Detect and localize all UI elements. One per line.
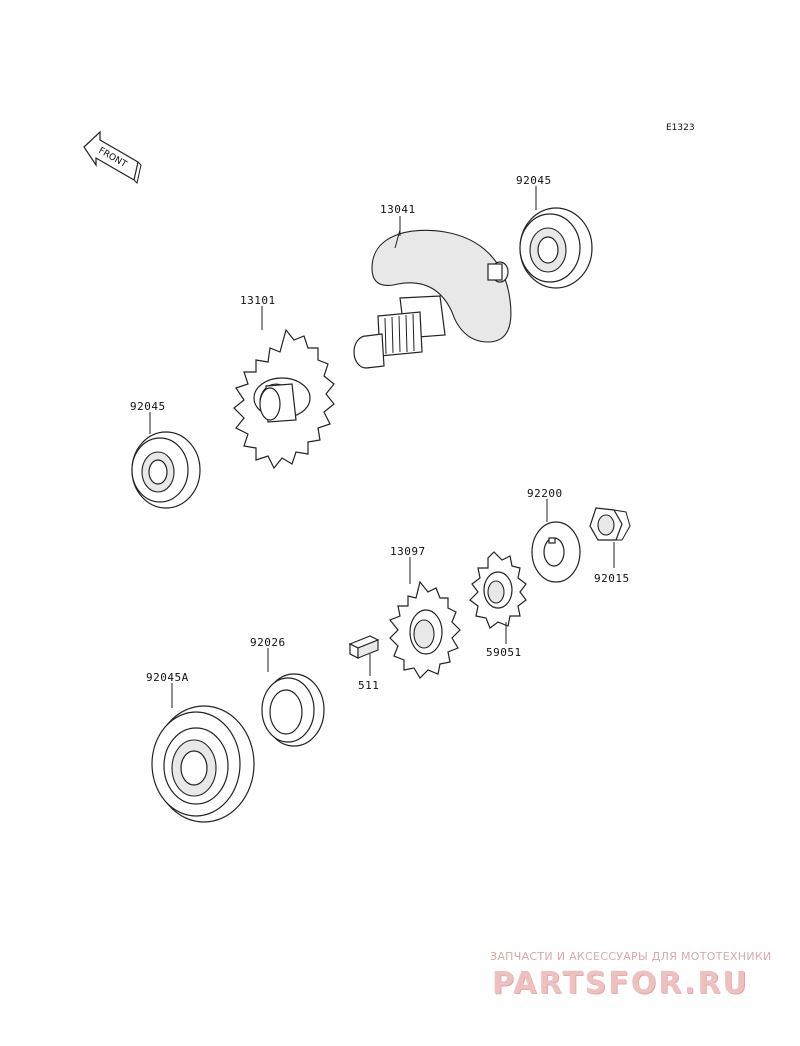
bearing-92045-left bbox=[131, 431, 201, 509]
label-92045-top: 92045 bbox=[516, 174, 552, 187]
spacer-92026 bbox=[261, 673, 325, 747]
label-92045-left: 92045 bbox=[130, 400, 166, 413]
label-92015: 92015 bbox=[594, 572, 630, 585]
diagram-code: E1323 bbox=[666, 123, 695, 133]
gear-13101 bbox=[233, 328, 335, 470]
label-13041: 13041 bbox=[380, 203, 416, 216]
bearing-92045-top bbox=[519, 207, 593, 289]
label-92200: 92200 bbox=[527, 487, 563, 500]
watermark-tagline: ЗАПЧАСТИ И АКСЕССУАРЫ ДЛЯ МОТОТЕХНИКИ bbox=[490, 950, 772, 963]
bearing-92045a bbox=[151, 705, 255, 823]
label-92045a: 92045A bbox=[146, 671, 189, 684]
gear-13097 bbox=[389, 580, 461, 679]
label-13097: 13097 bbox=[390, 545, 426, 558]
washer-92200 bbox=[531, 521, 581, 583]
front-arrow-icon: FRONT bbox=[83, 130, 142, 184]
watermark-brand[interactable]: PARTSFOR.RU bbox=[492, 966, 749, 1001]
label-59051: 59051 bbox=[486, 646, 522, 659]
nut-92015 bbox=[589, 507, 631, 541]
gear-59051 bbox=[469, 551, 527, 629]
label-92026: 92026 bbox=[250, 636, 286, 649]
label-511: 511 bbox=[358, 679, 379, 692]
balancer-shaft-13041 bbox=[353, 229, 512, 369]
key-511 bbox=[348, 635, 380, 659]
label-13101: 13101 bbox=[240, 294, 276, 307]
